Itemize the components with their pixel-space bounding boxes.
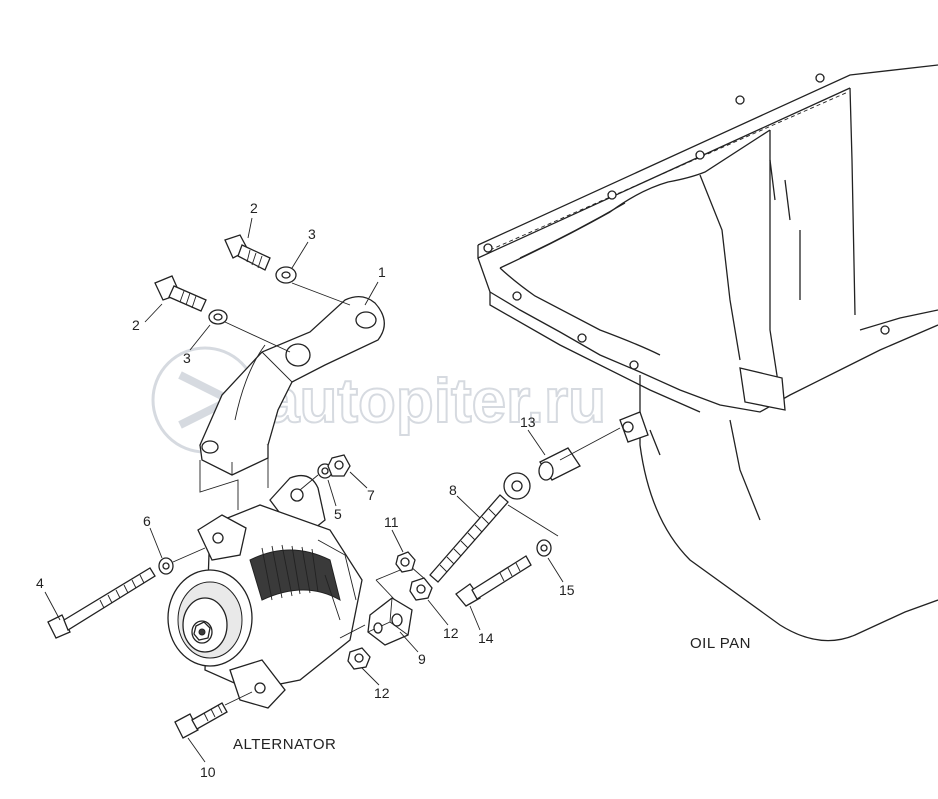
washer-15 [536,539,552,557]
callout-numbers: 1 2 2 3 3 4 5 6 7 8 9 10 11 12 12 13 14 … [36,200,575,780]
callout-12-upper: 12 [443,625,459,641]
nut-11 [395,551,416,573]
washer-3-lower [208,309,228,325]
washer-6 [158,557,174,575]
bolt-2-upper [224,234,271,271]
alternator-label: ALTERNATOR [233,736,336,753]
long-bolt-4 [47,567,156,639]
callout-12-lower: 12 [374,685,390,701]
oil-pan: OIL PAN [477,64,938,652]
callout-7: 7 [367,487,375,503]
oil-pan-label: OIL PAN [690,635,751,652]
callout-10: 10 [200,764,216,780]
callout-4: 4 [36,575,44,591]
collar [503,472,531,500]
watermark-text: autopiter.ru [265,367,606,436]
nut-7 [327,454,351,477]
washer-3-upper [275,266,297,284]
adjust-bolt-8 [429,494,509,583]
watermark: autopiter.ru [151,346,607,454]
alternator-bracket [199,296,385,476]
callout-2-lower: 2 [132,317,140,333]
callout-15: 15 [559,582,575,598]
bolt-10 [174,702,228,739]
callout-3-upper: 3 [308,226,316,242]
callout-14: 14 [478,630,494,646]
callout-1: 1 [378,264,386,280]
callout-13: 13 [520,414,536,430]
callout-9: 9 [418,651,426,667]
callout-2-upper: 2 [250,200,258,216]
nut-12-upper [409,577,433,601]
callout-8: 8 [449,482,457,498]
callout-11: 11 [384,514,399,530]
callout-leaders [44,217,564,763]
callout-6: 6 [143,513,151,529]
bolt-2-lower [154,275,207,312]
bolt-14 [455,555,532,607]
callout-3-lower: 3 [183,350,191,366]
spacer-13 [538,447,581,481]
alternator: ALTERNATOR [167,474,363,753]
nut-12-lower [347,647,371,670]
callout-5: 5 [334,506,342,522]
